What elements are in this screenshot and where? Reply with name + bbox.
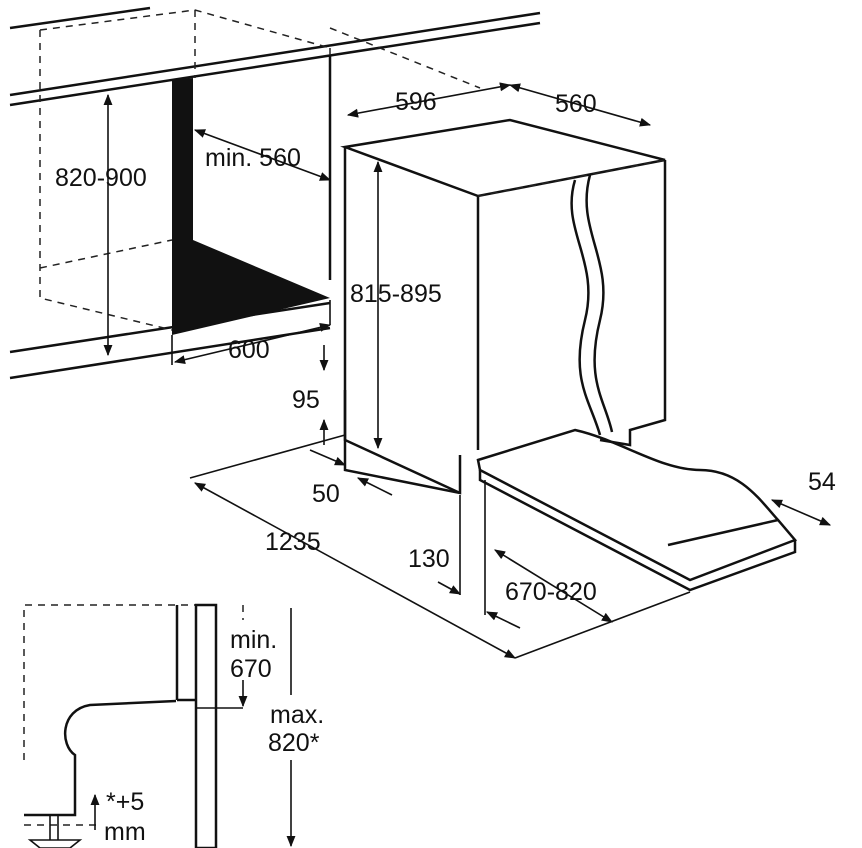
label-max: max. (270, 701, 324, 729)
label-total-depth: 1235 (265, 528, 321, 556)
plinth (343, 390, 462, 495)
label-max-value: 820* (268, 729, 320, 757)
label-appliance-height: 815-895 (350, 280, 442, 308)
label-min-value: 670 (230, 655, 272, 683)
dishwasher-door-open (476, 428, 798, 592)
label-door-offset: 130 (408, 545, 450, 573)
label-plinth-depth: 50 (312, 480, 340, 508)
label-niche-width: 600 (228, 336, 270, 364)
label-door-adjust: 54 (808, 468, 836, 496)
label-niche-depth: min. 560 (205, 144, 301, 172)
label-door-panel-height: 670-820 (505, 578, 597, 606)
label-min: min. (230, 626, 277, 654)
detail-inset (23, 603, 296, 848)
label-appliance-depth: 560 (555, 90, 597, 118)
label-niche-height: 820-900 (55, 164, 147, 192)
dimension-lines (103, 82, 832, 659)
dishwasher-body (340, 118, 667, 495)
cabinet-niche (9, 6, 541, 380)
label-footnote-unit: mm (104, 818, 146, 846)
label-appliance-width: 596 (395, 88, 437, 116)
label-footnote-value: *+5 (106, 788, 144, 816)
niche-shadow (172, 78, 330, 335)
label-plinth-height: 95 (292, 386, 320, 414)
dimension-labels: 820-900 min. 560 600 596 560 815-895 95 … (55, 88, 836, 846)
